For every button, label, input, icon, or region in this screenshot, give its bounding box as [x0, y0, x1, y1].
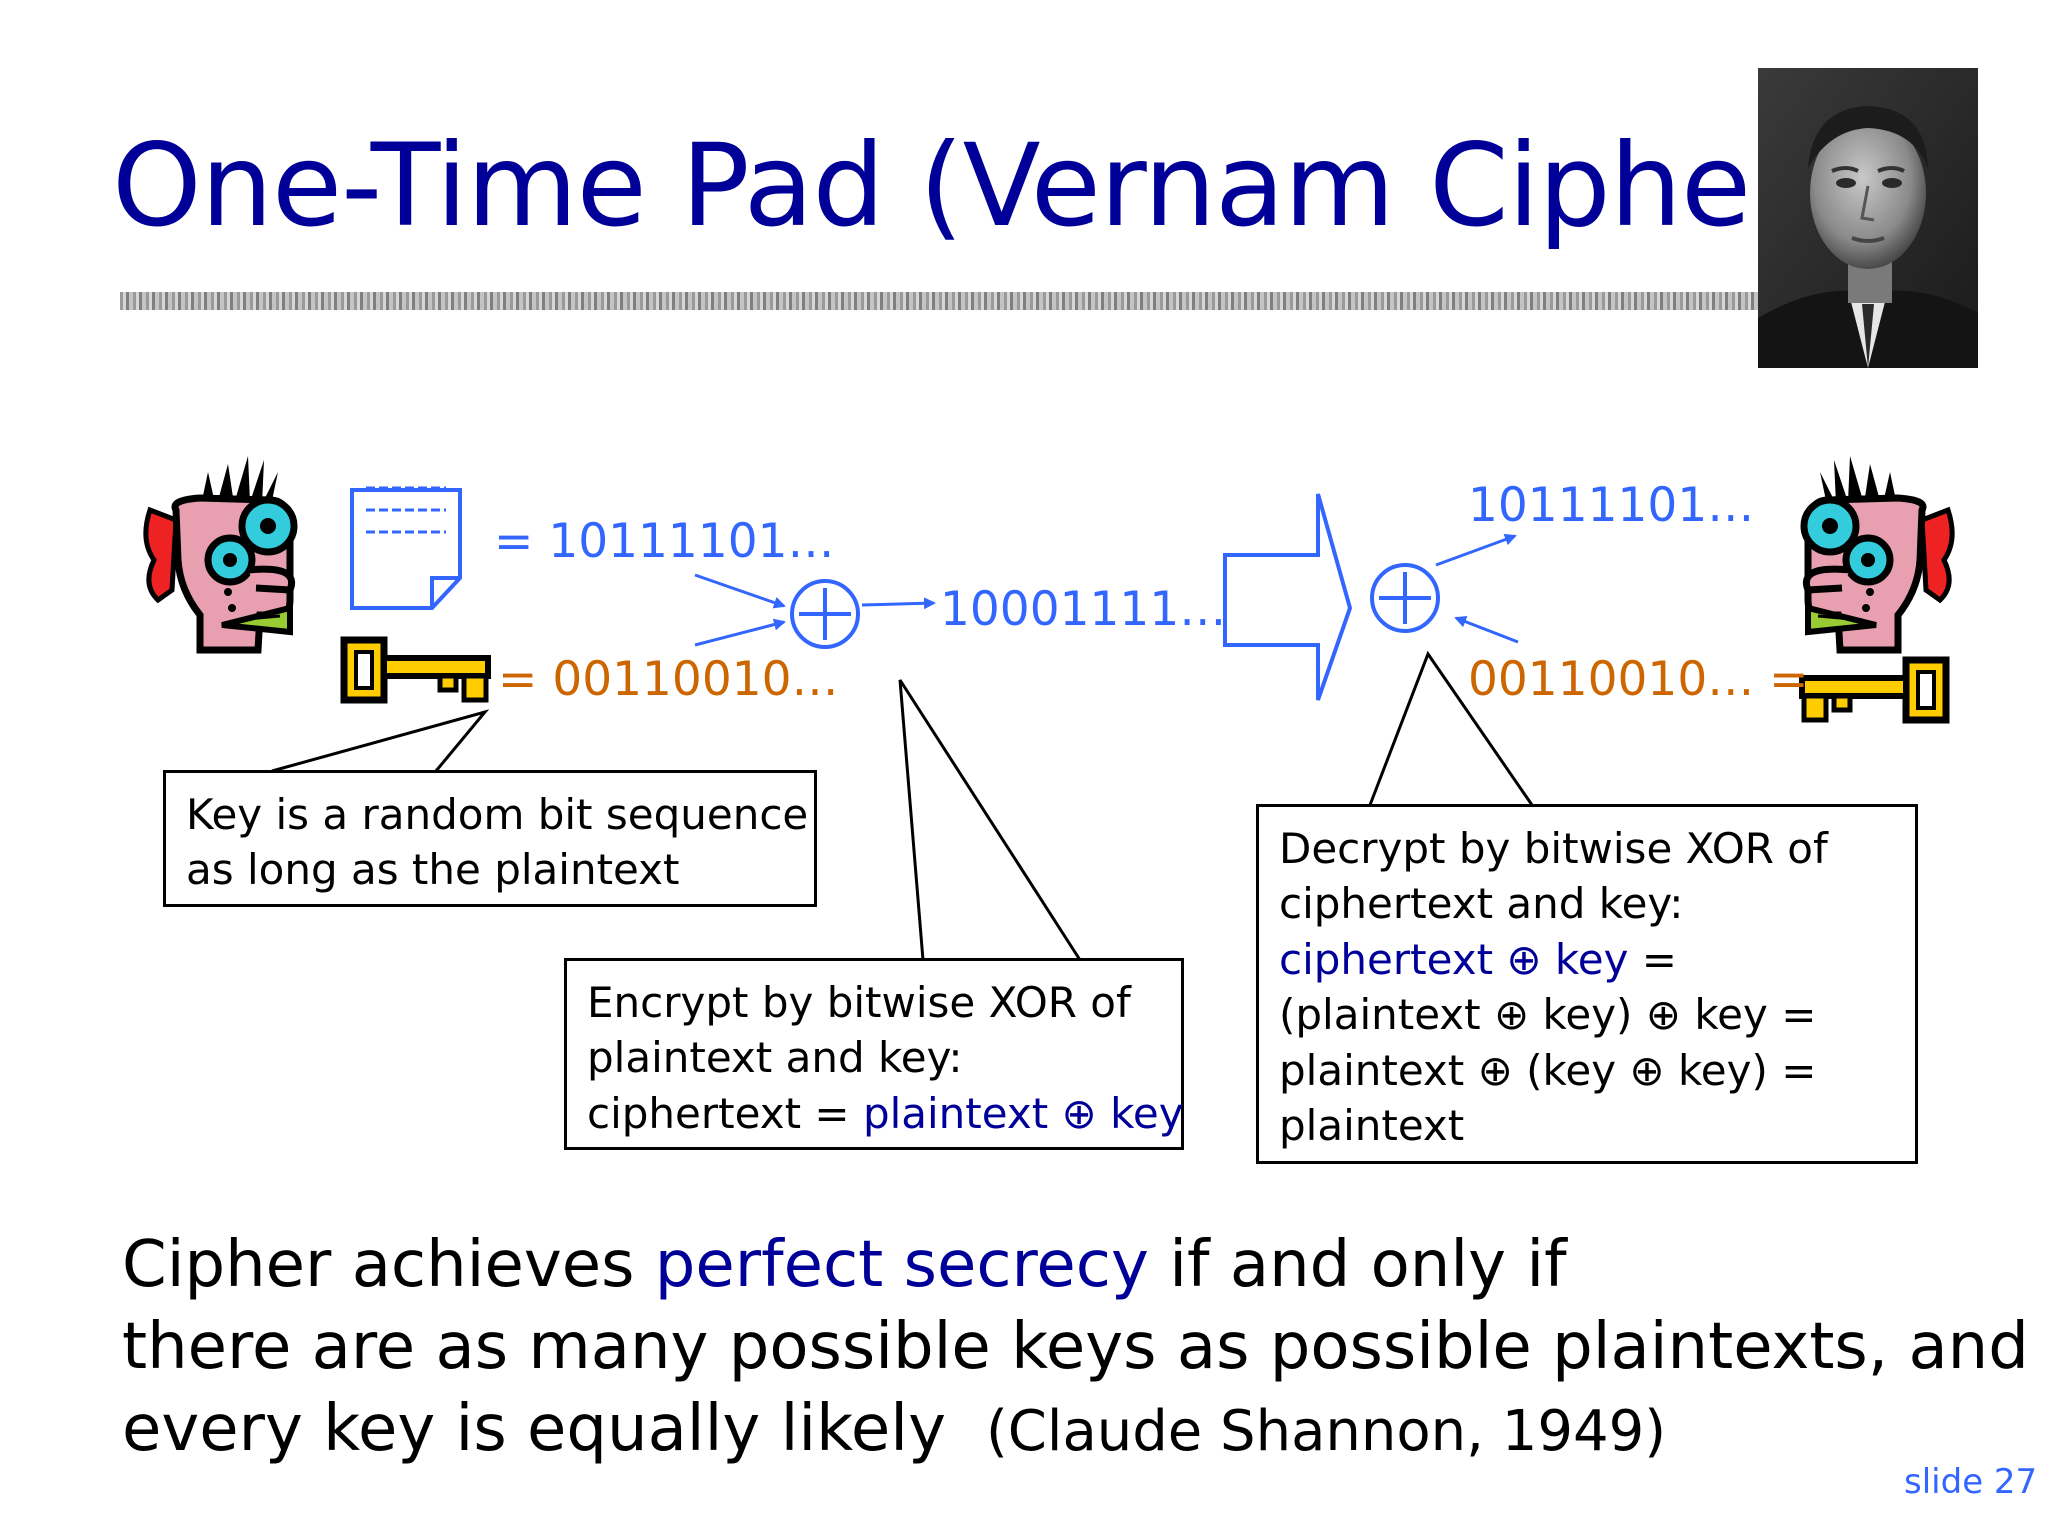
decrypt-formula-highlight: ciphertext ⊕ key — [1279, 934, 1629, 984]
encrypt-formula: ciphertext = plaintext ⊕ key — [587, 1086, 1184, 1141]
statement-line: Cipher achieves perfect secrecy if and o… — [122, 1224, 2002, 1306]
perfect-secrecy-statement: Cipher achieves perfect secrecy if and o… — [122, 1224, 2029, 1473]
encrypt-formula-lhs: ciphertext = — [587, 1088, 863, 1138]
slide-number: slide 27 — [1904, 1462, 2038, 1502]
plaintext-document-icon — [350, 486, 462, 610]
sender-key-icon — [344, 640, 488, 700]
title-divider — [120, 292, 1760, 310]
statement-text: if and only if — [1148, 1228, 1567, 1302]
recovered-plaintext-arrow — [1435, 533, 1517, 567]
encrypt-callout-pointer — [898, 679, 1082, 961]
key-callout: Key is a random bit sequence as long as … — [163, 770, 817, 907]
decrypt-xor-icon — [1370, 563, 1440, 633]
receiver-key-icon — [1802, 660, 1946, 720]
receiver-key-bits: 00110010… = — [1468, 652, 1809, 707]
encrypt-callout-line: plaintext and key: — [587, 1033, 963, 1083]
key-callout-line: as long as the plaintext — [186, 845, 680, 895]
key-callout-line: Key is a random bit sequence — [186, 790, 809, 839]
encrypt-formula-rhs: plaintext ⊕ key — [862, 1088, 1184, 1138]
decrypt-formula-line: ciphertext ⊕ key = — [1279, 932, 1895, 987]
plaintext-bits: = 10111101… — [494, 514, 835, 569]
plaintext-arrow — [694, 573, 786, 609]
decrypt-callout-line: ciphertext and key: — [1279, 879, 1684, 929]
perfect-secrecy-term: perfect secrecy — [654, 1228, 1149, 1302]
statement-text: every key is equally likely — [122, 1392, 946, 1466]
encrypt-callout-line: Encrypt by bitwise XOR of — [587, 978, 1131, 1027]
receiver-key-arrow — [1454, 616, 1519, 644]
key-bits: = 00110010… — [498, 652, 839, 707]
encrypt-xor-icon — [790, 579, 860, 649]
sender-face-icon — [146, 456, 294, 650]
decrypt-callout-line: (plaintext ⊕ key) ⊕ key = — [1279, 990, 1817, 1040]
recovered-plaintext-bits: 10111101… — [1468, 478, 1755, 533]
encrypt-callout: Encrypt by bitwise XOR of plaintext and … — [564, 958, 1184, 1150]
slide-title: One-Time Pad (Vernam Cipher) — [112, 119, 1840, 252]
transmit-arrow-icon — [1223, 493, 1353, 701]
receiver-face-icon — [1804, 456, 1952, 650]
decrypt-callout-line: plaintext — [1279, 1101, 1465, 1151]
key-callout-pointer — [271, 709, 490, 773]
ciphertext-arrow — [861, 597, 936, 610]
statement-text: Cipher achieves — [122, 1228, 655, 1302]
decrypt-callout: Decrypt by bitwise XOR of ciphertext and… — [1256, 804, 1918, 1164]
key-arrow — [694, 618, 786, 647]
statement-line: there are as many possible keys as possi… — [122, 1310, 2029, 1384]
decrypt-callout-line: Decrypt by bitwise XOR of — [1279, 824, 1828, 873]
vernam-portrait — [1758, 68, 1978, 368]
decrypt-callout-line: plaintext ⊕ (key ⊕ key) = — [1279, 1045, 1817, 1095]
shannon-citation: (Claude Shannon, 1949) — [985, 1399, 1667, 1464]
decrypt-callout-pointer — [1368, 650, 1534, 806]
ciphertext-bits: 10001111… — [940, 582, 1227, 637]
decrypt-formula-equals: = — [1628, 934, 1677, 984]
statement-line: every key is equally likely (Claude Shann… — [122, 1388, 2002, 1473]
